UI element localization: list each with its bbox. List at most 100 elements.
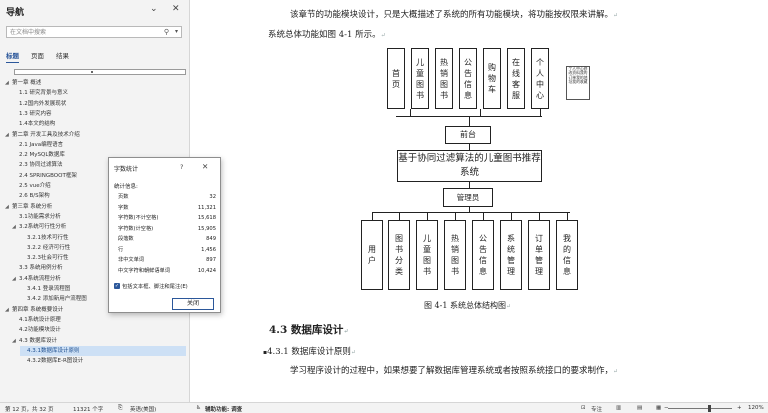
nav-heading-item[interactable]: 1.1 研究背景与意义 <box>12 88 68 98</box>
nav-horizontal-scrollbar[interactable] <box>14 69 186 75</box>
nav-heading-item[interactable]: 4.3.2数据库E-R图设计 <box>20 356 83 366</box>
admin-box: 管理员 <box>443 188 493 207</box>
nav-heading-item[interactable]: 1.3 研究内容 <box>12 109 52 119</box>
top-module-label: 首页 <box>392 68 400 89</box>
nav-heading-item[interactable]: ◢第三章 系统分析 <box>5 202 52 212</box>
bottom-module-label: 公告信息 <box>479 234 487 276</box>
accessibility-status[interactable]: 辅助功能: 调查 <box>205 407 243 413</box>
close-icon[interactable]: ✕ <box>202 162 209 171</box>
nav-heading-label: 4.3.2数据库E-R图设计 <box>27 358 84 365</box>
nav-heading-item[interactable]: 2.1 Java编程语言 <box>12 140 63 150</box>
include-textboxes-checkbox[interactable]: ✓ 包括文本框、脚注和尾注(E) <box>114 282 188 290</box>
nav-heading-label: 3.4.2 添加新用户流程图 <box>27 296 87 303</box>
expand-collapse-icon[interactable]: ◢ <box>12 337 16 344</box>
word-count-status[interactable]: 11321 个字 <box>73 407 104 413</box>
bottom-module-box: 儿童图书 <box>416 220 438 290</box>
nav-heading-item[interactable]: 1.2国内外发展现状 <box>12 99 66 109</box>
bottom-module-box: 系统管理 <box>500 220 522 290</box>
expand-collapse-icon[interactable]: ◢ <box>5 80 9 86</box>
nav-heading-item[interactable]: 3.4.1 登录流程图 <box>20 284 70 294</box>
nav-heading-item[interactable]: 4.1系统设计原理 <box>12 315 61 325</box>
search-icon[interactable]: ⚲ <box>163 28 169 36</box>
statistic-value: 849 <box>206 236 216 242</box>
bottom-module-box: 用户 <box>361 220 383 290</box>
nav-heading-item[interactable]: ◢第二章 开发工具及技术介绍 <box>5 130 80 140</box>
nav-heading-item[interactable]: 2.5 vue介绍 <box>12 181 51 191</box>
top-module-box: 热销图书 <box>435 48 453 109</box>
focus-icon[interactable]: ⊡ <box>581 405 586 411</box>
nav-heading-item[interactable]: ◢第一章 概述 <box>5 78 41 88</box>
section-heading-4-3-1: ▪4.3.1 数据库设计原则↵ <box>263 347 356 357</box>
nav-heading-item[interactable]: 1.4本文的结构 <box>12 119 55 129</box>
zoom-out-icon[interactable]: − <box>664 405 669 411</box>
document-page[interactable]: 该章节的功能模块设计，只是大概描述了系统的所有功能模块，将功能按权限来讲解。↵ … <box>191 0 768 402</box>
nav-heading-item[interactable]: 3.1功能需求分析 <box>12 212 61 222</box>
nav-search-box[interactable]: ⚲ ▾ <box>6 26 182 38</box>
expand-collapse-icon[interactable]: ◢ <box>5 306 9 313</box>
expand-collapse-icon[interactable]: ◢ <box>12 275 16 282</box>
nav-heading-item[interactable]: 2.3 协同过滤算法 <box>12 160 63 170</box>
checkbox-checked-icon[interactable]: ✓ <box>114 283 120 289</box>
zoom-slider[interactable] <box>668 408 732 409</box>
zoom-slider-thumb[interactable] <box>708 405 711 412</box>
nav-heading-item[interactable]: 4.3.1数据库设计原则 <box>20 345 186 356</box>
proofing-icon[interactable]: ⎘ <box>118 405 123 411</box>
nav-heading-item[interactable]: ◢3.2系统可行性分析 <box>12 222 66 232</box>
nav-heading-label: 第四章 系统概要设计 <box>12 306 64 313</box>
page-count[interactable]: 第 12 页，共 32 页 <box>5 407 54 413</box>
tab-pages[interactable]: 页面 <box>31 52 44 60</box>
close-icon[interactable]: ✕ <box>172 4 180 14</box>
nav-heading-item[interactable]: ◢3.4系统流程分析 <box>12 274 61 284</box>
expand-collapse-icon[interactable]: ◢ <box>5 203 9 210</box>
nav-heading-item[interactable]: 3.2.1技术可行性 <box>20 233 69 243</box>
nav-heading-label: 2.6 B/S架构 <box>19 193 50 200</box>
nav-heading-label: 3.4.1 登录流程图 <box>27 286 71 292</box>
statistic-value: 897 <box>206 257 216 263</box>
nav-heading-item[interactable]: 3.2.2 经济可行性 <box>20 243 70 253</box>
language-status[interactable]: 英语(美国) <box>130 407 157 413</box>
top-module-label: 个人中心 <box>536 57 544 100</box>
nav-heading-item[interactable]: 3.2.3社会可行性 <box>20 253 69 263</box>
nav-heading-label: 3.4系统流程分析 <box>19 275 61 282</box>
nav-heading-item[interactable]: 3.4.2 添加新用户流程图 <box>20 294 87 304</box>
web-layout-icon[interactable]: ▦ <box>656 405 662 411</box>
nav-heading-item[interactable]: ◢4.3 数据库设计 <box>12 336 57 346</box>
read-mode-icon[interactable]: ▥ <box>616 405 622 411</box>
nav-heading-item[interactable]: ◢第四章 系统概要设计 <box>5 305 63 315</box>
nav-heading-item[interactable]: 4.2功能模块设计 <box>12 325 61 335</box>
bottom-module-label: 系统管理 <box>507 234 515 276</box>
connector-line <box>483 212 484 220</box>
connector-line <box>399 212 400 220</box>
focus-mode[interactable]: 专注 <box>591 407 603 413</box>
statistic-value: 32 <box>209 194 216 200</box>
nav-heading-item[interactable]: 2.4 SPRINGBOOT框架 <box>12 171 77 181</box>
nav-search-input[interactable] <box>7 27 157 37</box>
connector-line <box>539 212 540 220</box>
chevron-down-icon[interactable]: ⌄ <box>150 4 158 14</box>
statistic-label: 字符数(不计空格) <box>118 215 159 221</box>
close-button[interactable]: 关闭 <box>172 298 214 310</box>
bottom-module-label: 儿童图书 <box>423 234 431 276</box>
help-icon[interactable]: ? <box>180 163 184 171</box>
nav-heading-label: 1.4本文的结构 <box>19 121 56 128</box>
print-layout-icon[interactable]: ▤ <box>637 405 643 411</box>
search-options-chevron-icon[interactable]: ▾ <box>174 28 178 35</box>
connector-line <box>372 212 373 220</box>
nav-heading-item[interactable]: 2.6 B/S架构 <box>12 191 50 201</box>
personal-center-note: 个人中心修改资料我的订单我的地址我的收藏 <box>566 66 590 100</box>
dialog-title: 字数统计 <box>114 166 139 173</box>
paragraph-intro-2: 系统总体功能如图 4-1 所示。↵ <box>268 30 386 40</box>
expand-collapse-icon[interactable]: ◢ <box>12 224 16 231</box>
nav-heading-item[interactable]: 3.3 系统用例分析 <box>12 263 63 273</box>
zoom-in-icon[interactable]: + <box>737 405 742 411</box>
nav-heading-item[interactable]: 2.2 MySQL数据库 <box>12 150 65 160</box>
tab-results[interactable]: 结果 <box>56 52 69 60</box>
zoom-level[interactable]: 120% <box>748 405 764 411</box>
nav-heading-label: 4.3 数据库设计 <box>19 337 57 344</box>
tab-headings[interactable]: 标题 <box>6 50 19 63</box>
expand-collapse-icon[interactable]: ◢ <box>5 131 9 138</box>
